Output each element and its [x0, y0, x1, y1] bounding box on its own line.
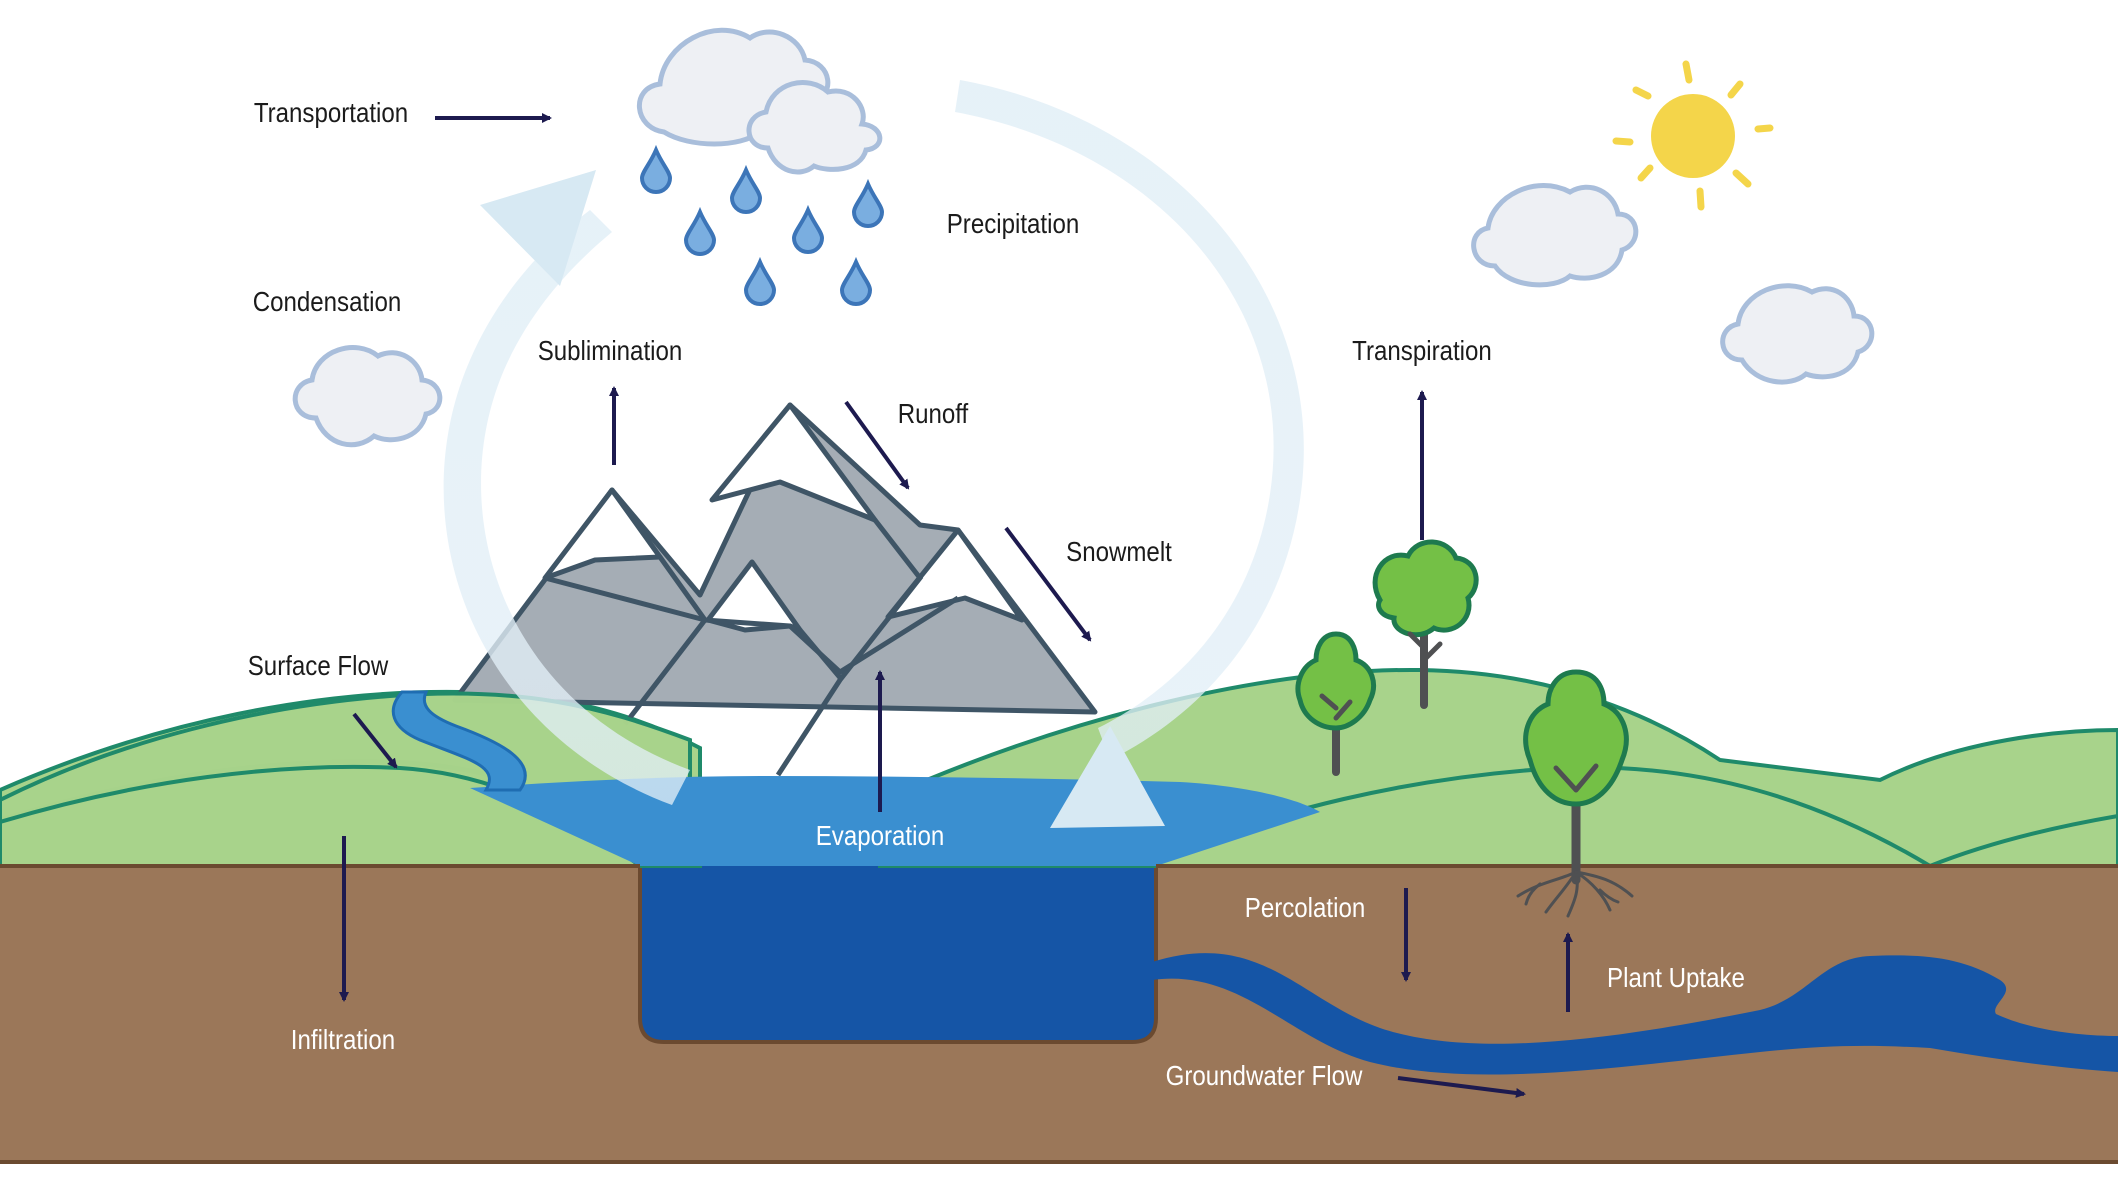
cloud-icon [292, 345, 443, 448]
tree-icon [1516, 669, 1634, 918]
sun-icon [1612, 60, 1774, 211]
snowmelt-arrow [1004, 526, 1092, 642]
tree-roots [1516, 870, 1634, 918]
label-groundwater-flow: Groundwater Flow [1165, 1060, 1363, 1091]
surface-flow-arrow [352, 712, 398, 769]
label-infiltration: Infiltration [290, 1024, 396, 1055]
label-transpiration: Transpiration [1352, 335, 1492, 366]
tree-icon [1372, 539, 1479, 709]
runoff-arrow [844, 400, 910, 490]
mountain-range [452, 402, 1098, 777]
label-snowmelt: Snowmelt [1066, 536, 1172, 567]
cloud-icon [636, 27, 883, 175]
lake-basin [638, 860, 1158, 1044]
snowcap-center [709, 402, 878, 523]
label-precipitation: Precipitation [946, 208, 1080, 239]
label-surface-flow: Surface Flow [247, 650, 389, 681]
label-runoff: Runoff [897, 398, 969, 429]
cloud-icon [1471, 183, 1639, 288]
surface-stream [391, 690, 527, 792]
label-plant-uptake: Plant Uptake [1607, 962, 1745, 993]
snowcap-left [542, 487, 663, 581]
water-cycle-arrow [443, 80, 1304, 828]
cloud-icon [1720, 283, 1875, 385]
tree-icon [1295, 631, 1376, 776]
label-transportation: Transportation [253, 97, 409, 128]
label-percolation: Percolation [1244, 892, 1366, 923]
label-sublimination: Sublimination [537, 335, 683, 366]
process-arrows [339, 113, 1573, 1098]
label-evaporation: Evaporation [815, 820, 945, 851]
snowcap-inner [705, 559, 803, 633]
groundwater-flow-arrow [1397, 1076, 1526, 1098]
raindrop-icons [639, 144, 885, 306]
label-condensation: Condensation [252, 286, 402, 317]
groundwater-river [1152, 953, 2118, 1075]
